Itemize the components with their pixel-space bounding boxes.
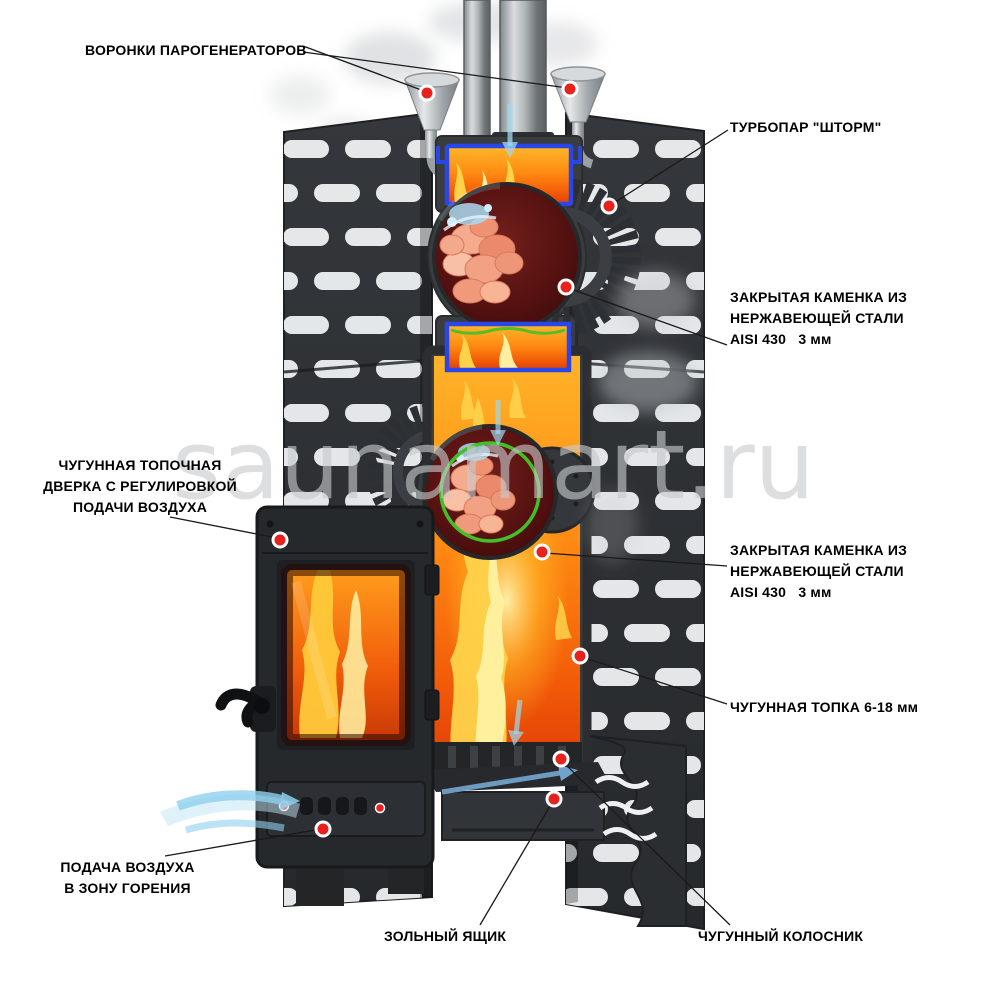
leader-kamenka-top xyxy=(567,287,728,346)
leader-kamenka-middle xyxy=(544,552,728,567)
label-line: НЕРЖАВЕЮЩЕЙ СТАЛИ xyxy=(730,310,904,326)
leader-grate xyxy=(561,760,731,926)
stones-top xyxy=(439,216,524,304)
label-line: В ЗОНУ ГОРЕНИЯ xyxy=(64,880,191,896)
label-line: ПОДАЧА ВОЗДУХА xyxy=(60,859,195,875)
callout-label-grate: ЧУГУННЫЙ КОЛОСНИК xyxy=(698,928,864,944)
label-line: AISI 430 3 мм xyxy=(730,584,832,600)
leader-funnel-left xyxy=(302,45,425,92)
door-handle xyxy=(215,686,276,732)
air-flow-arrows xyxy=(160,104,578,834)
leader-funnel-right xyxy=(302,51,569,89)
middle-stone-chamber xyxy=(422,424,596,560)
callout-dot xyxy=(552,750,570,768)
water-splash-top xyxy=(443,203,497,232)
callout-dot xyxy=(600,197,618,215)
leader-ash-box xyxy=(479,800,554,926)
callout-label-ash-box: ЗОЛЬНЫЙ ЯЩИК xyxy=(384,928,507,944)
callout-leaders xyxy=(164,45,731,926)
callout-dots xyxy=(271,80,618,838)
callout-dot xyxy=(418,84,436,102)
steam-funnel-left xyxy=(404,72,460,179)
callout-dot xyxy=(557,278,575,296)
firebox-door xyxy=(215,505,440,869)
label-line: ЗАКРЫТАЯ КАМЕНКА ИЗ xyxy=(730,542,908,558)
callout-dot xyxy=(561,80,579,98)
label-line: AISI 430 3 мм xyxy=(730,331,832,347)
watermark: saunamart.ru xyxy=(172,411,815,521)
callout-dot xyxy=(571,647,589,665)
door-hinge-top xyxy=(424,564,440,596)
callout-label-air-supply: ПОДАЧА ВОЗДУХА В ЗОНУ ГОРЕНИЯ xyxy=(55,857,200,899)
leader-firebox xyxy=(581,656,728,705)
label-line: ПОДАЧИ ВОЗДУХА xyxy=(72,499,208,515)
callout-dot xyxy=(545,790,563,808)
leader-door xyxy=(169,516,278,539)
leader-air-supply xyxy=(164,828,322,857)
label-line: НЕРЖАВЕЮЩЕЙ СТАЛИ xyxy=(730,563,904,579)
top-stone-chamber xyxy=(432,143,582,373)
callout-label-turbopar: ТУРБОПАР "ШТОРМ" xyxy=(730,119,882,135)
label-line: ДВЕРКА С РЕГУЛИРОВКОЙ xyxy=(43,478,237,494)
stones-middle xyxy=(442,456,516,535)
callout-dot xyxy=(533,543,551,561)
callout-label-firebox: ЧУГУННАЯ ТОПКА 6-18 мм xyxy=(730,699,919,715)
smoke-foreground xyxy=(586,272,698,563)
callout-label-kamenka-middle: ЗАКРЫТАЯ КАМЕНКА ИЗ НЕРЖАВЕЮЩЕЙ СТАЛИ AI… xyxy=(730,540,907,603)
leader-turbopar xyxy=(608,129,729,207)
door-hinge-bottom xyxy=(424,689,440,721)
callout-label-door: ЧУГУННАЯ ТОПОЧНАЯ ДВЕРКА С РЕГУЛИРОВКОЙ … xyxy=(40,455,240,518)
label-line: ЧУГУННАЯ ТОПОЧНАЯ xyxy=(58,457,222,473)
base-legs xyxy=(296,735,687,927)
callout-label-steam-funnels: ВОРОНКИ ПАРОГЕНЕРАТОРОВ xyxy=(85,42,307,58)
label-line: ЗАКРЫТАЯ КАМЕНКА ИЗ xyxy=(730,289,908,305)
ash-drawer xyxy=(424,762,610,841)
callout-label-kamenka-top: ЗАКРЫТАЯ КАМЕНКА ИЗ НЕРЖАВЕЮЩЕЙ СТАЛИ AI… xyxy=(730,287,907,350)
callout-dot xyxy=(314,820,332,838)
callout-dot xyxy=(271,531,289,549)
